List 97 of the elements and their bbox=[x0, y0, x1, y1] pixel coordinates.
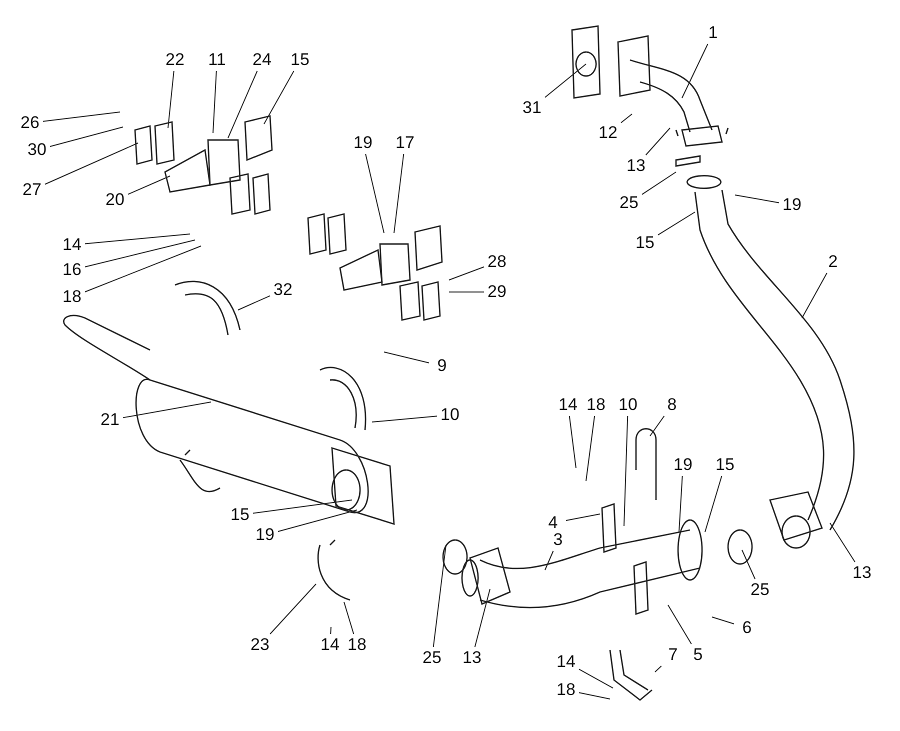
callout-number: 9 bbox=[430, 356, 454, 376]
leader-line bbox=[212, 70, 217, 134]
callout-number: 7 bbox=[661, 645, 685, 665]
leader-line bbox=[252, 500, 352, 514]
leader-line bbox=[642, 172, 676, 195]
leader-line bbox=[122, 402, 212, 418]
leader-line bbox=[650, 416, 665, 436]
leader-line bbox=[384, 352, 430, 364]
callout-number: 15 bbox=[633, 233, 657, 253]
leader-line bbox=[372, 416, 438, 422]
leader-line bbox=[168, 70, 174, 128]
callout-number: 14 bbox=[318, 635, 342, 655]
callout-number: 27 bbox=[20, 180, 44, 200]
leader-line bbox=[566, 514, 600, 521]
leader-line bbox=[668, 604, 692, 644]
callout-number: 15 bbox=[713, 455, 737, 475]
callout-number: 4 bbox=[541, 513, 565, 533]
callout-number: 32 bbox=[271, 280, 295, 300]
callout-number: 8 bbox=[660, 395, 684, 415]
leader-line bbox=[620, 114, 632, 124]
leader-line bbox=[734, 194, 780, 204]
leader-line bbox=[742, 550, 756, 580]
callout-number: 21 bbox=[98, 410, 122, 430]
callout-number: 10 bbox=[438, 405, 462, 425]
leader-line bbox=[704, 476, 722, 532]
leader-line bbox=[50, 126, 124, 148]
leader-line bbox=[654, 666, 662, 672]
callout-number: 15 bbox=[288, 50, 312, 70]
leader-line bbox=[394, 154, 404, 234]
leader-line bbox=[270, 584, 316, 634]
leader-line bbox=[330, 626, 332, 634]
callout-number: 18 bbox=[345, 635, 369, 655]
leader-line bbox=[678, 476, 683, 532]
callout-number: 10 bbox=[616, 395, 640, 415]
leader-line bbox=[448, 266, 484, 280]
leader-line bbox=[365, 154, 384, 234]
callout-number: 14 bbox=[554, 652, 578, 672]
callout-number: 1 bbox=[701, 23, 725, 43]
leader-line bbox=[228, 70, 258, 138]
callout-number: 20 bbox=[103, 190, 127, 210]
leader-line bbox=[682, 44, 708, 98]
leader-line bbox=[568, 416, 576, 468]
leader-line bbox=[84, 234, 190, 244]
callout-number: 16 bbox=[60, 260, 84, 280]
callout-number: 2 bbox=[821, 252, 845, 272]
callout-number: 14 bbox=[60, 235, 84, 255]
leader-line bbox=[84, 240, 196, 268]
leader-line bbox=[578, 668, 614, 688]
callout-number: 26 bbox=[18, 113, 42, 133]
leader-line bbox=[264, 70, 294, 124]
callout-number: 25 bbox=[748, 580, 772, 600]
leader-line bbox=[344, 602, 354, 634]
callout-number: 6 bbox=[735, 618, 759, 638]
leader-line bbox=[624, 416, 628, 526]
leader-line bbox=[645, 128, 670, 156]
callout-number: 18 bbox=[584, 395, 608, 415]
callout-number: 24 bbox=[250, 50, 274, 70]
callout-number: 3 bbox=[546, 530, 570, 550]
leader-line bbox=[544, 64, 586, 98]
leader-line bbox=[474, 588, 490, 648]
callout-number: 30 bbox=[25, 140, 49, 160]
callout-number: 19 bbox=[253, 525, 277, 545]
callout-number: 5 bbox=[686, 645, 710, 665]
leader-line bbox=[712, 616, 734, 624]
leader-line bbox=[586, 416, 596, 482]
callout-number: 13 bbox=[460, 648, 484, 668]
leader-line bbox=[84, 246, 202, 292]
callout-number: 13 bbox=[850, 563, 874, 583]
leader-line bbox=[278, 510, 358, 532]
leader-line bbox=[544, 550, 554, 570]
callout-number: 25 bbox=[420, 648, 444, 668]
callout-number: 19 bbox=[671, 455, 695, 475]
leader-line bbox=[802, 272, 828, 318]
callout-number: 17 bbox=[393, 133, 417, 153]
callout-number: 28 bbox=[485, 252, 509, 272]
callout-number: 18 bbox=[60, 287, 84, 307]
callout-number: 31 bbox=[520, 98, 544, 118]
leader-line bbox=[658, 212, 696, 236]
callout-number: 23 bbox=[248, 635, 272, 655]
callout-number: 19 bbox=[351, 133, 375, 153]
callout-number: 15 bbox=[228, 505, 252, 525]
leader-line bbox=[432, 544, 446, 648]
callout-number: 25 bbox=[617, 193, 641, 213]
leader-line bbox=[128, 176, 170, 195]
callout-number: 11 bbox=[205, 50, 229, 70]
callout-number: 18 bbox=[554, 680, 578, 700]
leader-line bbox=[238, 295, 270, 310]
callout-number: 14 bbox=[556, 395, 580, 415]
callout-number: 29 bbox=[485, 282, 509, 302]
callout-number: 13 bbox=[624, 156, 648, 176]
leader-line bbox=[578, 692, 610, 700]
callout-number: 22 bbox=[163, 50, 187, 70]
leader-line bbox=[830, 522, 856, 562]
callout-number: 19 bbox=[780, 195, 804, 215]
leader-line bbox=[44, 142, 138, 185]
callout-number: 12 bbox=[596, 123, 620, 143]
leader-line bbox=[42, 112, 120, 122]
